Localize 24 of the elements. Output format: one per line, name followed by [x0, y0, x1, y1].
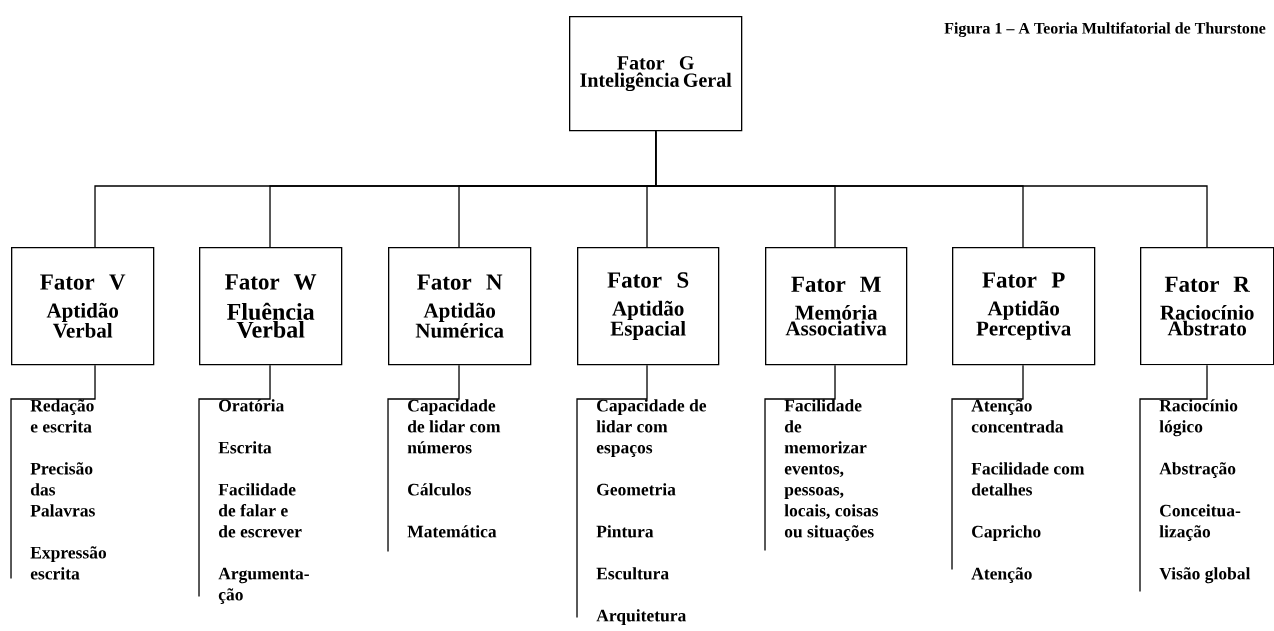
factor-box: Fator V Aptidão Verbal — [11, 247, 155, 366]
figure-title: Figura 1 – A Teoria Multifatorial de Thurstone — [944, 22, 1266, 37]
root-box: Fator G Inteligência Geral — [569, 16, 743, 132]
connector-line — [576, 364, 648, 619]
connector-line — [951, 364, 1024, 571]
item-list: Oratória Escrita Facilidade de falar e de escrever Argumenta-ção — [218, 399, 309, 604]
connector-line — [387, 364, 460, 553]
item-list: Raciocínio lógico Abstração Conceitua-lização Visão global — [1159, 399, 1251, 584]
connector-line — [1139, 364, 1208, 593]
connector-line — [764, 364, 836, 552]
item-list: Redação e escrita Precisão das Palavras Expressão escrita — [30, 399, 107, 580]
item-list: Capacidade de lidar com números Cálculos Matemática — [407, 399, 501, 538]
factor-box: Fator P Aptidão Perceptiva — [952, 247, 1096, 366]
item-list: Capacidade de lidar com espaços Geometria Pintura Escultura Arquitetura — [596, 399, 707, 626]
factor-box: Fator N Aptidão Numérica — [388, 247, 532, 366]
factor-box: Fator W Fluência Verbal — [199, 247, 343, 366]
connector-line — [198, 364, 271, 598]
item-list: Atenção concentrada Facilidade com detalhes Capricho Atenção — [971, 399, 1085, 583]
factor-box: Fator S Aptidão Espacial — [577, 247, 720, 366]
factor-box: Fator M Memória Associativa — [765, 247, 908, 366]
item-list: Facilidade de memorizar eventos, pessoas, locais, coisas ou situações — [784, 399, 879, 541]
factor-box: Fator R Raciocínio Abstrato — [1140, 247, 1274, 366]
connector-line — [10, 364, 96, 580]
connector-line — [655, 130, 1208, 248]
